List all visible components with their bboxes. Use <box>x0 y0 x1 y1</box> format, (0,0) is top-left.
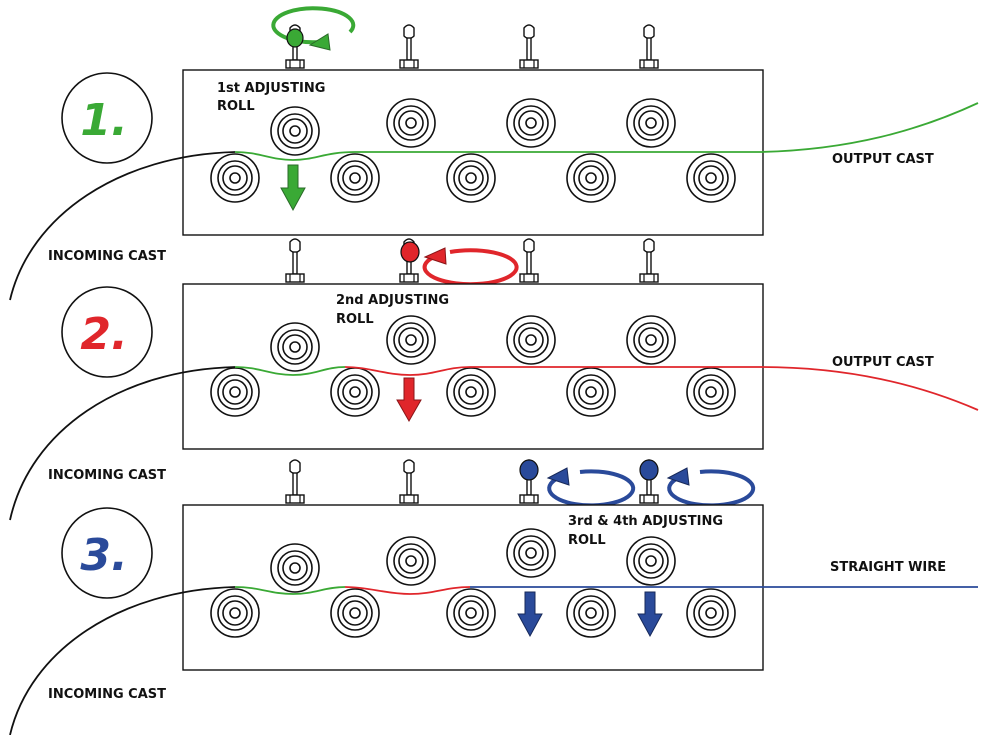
wire-path-green <box>234 102 979 161</box>
rotation-arrow-icon <box>400 241 519 287</box>
rotation-arrow-icon <box>519 459 636 508</box>
roll-label-line-1: 2nd ADJUSTING <box>336 293 449 308</box>
push-down-arrow-icon <box>517 591 543 638</box>
roll-label-line-1: 1st ADJUSTING <box>217 81 325 96</box>
roller-icon <box>506 98 556 148</box>
adjusting-screw-icon <box>285 238 305 283</box>
roller-icon <box>626 98 676 148</box>
stage-1: 1. 1st ADJUSTING ROLL OUTPUT CAST INCOMI… <box>9 6 979 301</box>
roller-icon <box>330 153 380 203</box>
roller-icon <box>506 315 556 365</box>
roll-label-line-2: ROLL <box>568 533 606 548</box>
push-down-arrow-icon <box>637 591 663 638</box>
step-number: 3. <box>80 530 127 581</box>
adjusting-screw-icon <box>519 238 539 283</box>
roller-icon <box>446 367 496 417</box>
roller-icon <box>566 153 616 203</box>
rotation-arrow-icon <box>639 459 756 508</box>
step-number-badge: 1. <box>61 72 153 164</box>
roll-label-line-2: ROLL <box>336 312 374 327</box>
roll-label-line-1: 3rd & 4th ADJUSTING <box>568 514 723 529</box>
output-label: OUTPUT CAST <box>832 355 934 370</box>
incoming-wire <box>9 151 236 301</box>
roller-icon <box>686 588 736 638</box>
roller-icon <box>386 536 436 586</box>
incoming-wire <box>9 366 236 521</box>
roller-icon <box>686 153 736 203</box>
output-label: STRAIGHT WIRE <box>830 560 946 575</box>
adjusting-screw-icon <box>639 24 659 69</box>
roller-icon <box>270 106 320 156</box>
roller-icon <box>506 528 556 578</box>
roller-icon <box>210 367 260 417</box>
wire-path-green <box>234 366 346 376</box>
roller-icon <box>330 367 380 417</box>
push-down-arrow-icon <box>280 164 306 212</box>
roller-icon <box>270 543 320 593</box>
incoming-wire <box>9 586 236 735</box>
roller-icon <box>686 367 736 417</box>
roller-icon <box>386 315 436 365</box>
roller-icon <box>626 315 676 365</box>
step-number: 2. <box>80 309 127 360</box>
roller-icon <box>270 322 320 372</box>
step-number: 1. <box>80 95 127 146</box>
wire-path-red <box>344 366 979 411</box>
push-down-arrow-icon <box>396 377 422 423</box>
adjusting-screw-icon <box>519 24 539 69</box>
adjusting-screw-icon <box>399 24 419 69</box>
step-number-badge: 2. <box>61 286 153 378</box>
roller-icon <box>446 588 496 638</box>
roller-icon <box>446 153 496 203</box>
incoming-label: INCOMING CAST <box>48 687 166 702</box>
stage-3: 3. 3rd & 4th ADJUSTING ROLL STRAIGHT WIR… <box>9 459 978 735</box>
step-number-badge: 3. <box>61 507 153 599</box>
stage-2: 2. 2nd ADJUSTING ROLL OUTPUT CAST INCOMI… <box>9 238 979 521</box>
adjusting-screw-icon <box>285 459 305 504</box>
adjusting-screw-icon <box>639 238 659 283</box>
wire-path-green <box>234 586 346 595</box>
roller-icon <box>330 588 380 638</box>
roller-icon <box>626 536 676 586</box>
roll-label-line-2: ROLL <box>217 99 255 114</box>
output-label: OUTPUT CAST <box>832 152 934 167</box>
roller-icon <box>566 588 616 638</box>
incoming-label: INCOMING CAST <box>48 468 166 483</box>
roller-icon <box>210 153 260 203</box>
adjusting-screw-icon <box>399 459 419 504</box>
roller-icon <box>210 588 260 638</box>
roller-icon <box>386 98 436 148</box>
roller-icon <box>566 367 616 417</box>
rotation-arrow-icon <box>271 6 356 51</box>
incoming-label: INCOMING CAST <box>48 249 166 264</box>
wire-path-red <box>344 586 471 595</box>
